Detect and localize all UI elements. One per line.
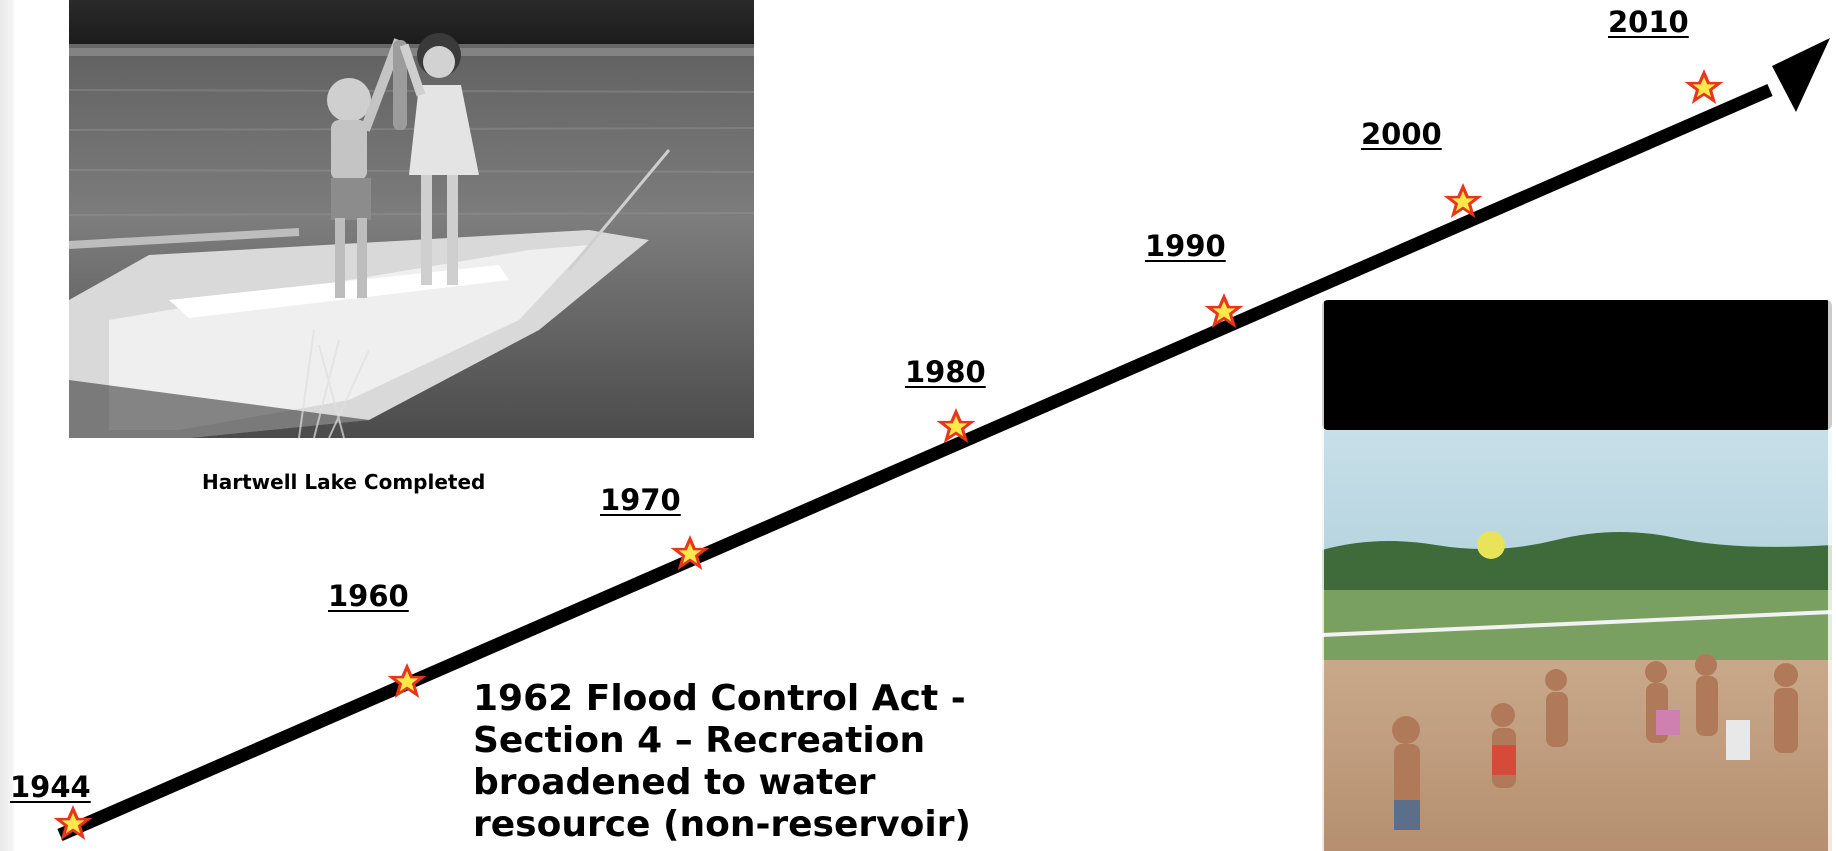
flood-control-act-note: 1962 Flood Control Act - Section 4 – Rec…: [473, 678, 993, 846]
note-line-1: 1962 Flood Control Act -: [473, 678, 966, 719]
timeline-line: [57, 84, 1773, 841]
photo-caption: Hartwell Lake Completed: [202, 470, 486, 494]
year-label-1980: 1980: [905, 355, 986, 389]
arrowhead: [1772, 38, 1830, 112]
year-label-1970: 1970: [600, 483, 681, 517]
year-label-1990: 1990: [1145, 229, 1226, 263]
year-label-2010: 2010: [1608, 5, 1689, 39]
star-marker-2010: [1684, 69, 1724, 104]
year-label-1944: 1944: [10, 770, 91, 804]
left-edge-strip: [0, 0, 14, 851]
note-line-4: resource (non-reservoir): [473, 804, 971, 845]
note-line-2: Section 4 – Recreation: [473, 720, 926, 761]
year-label-1960: 1960: [328, 579, 409, 613]
note-line-3: broadened to water: [473, 762, 876, 803]
year-label-2000: 2000: [1361, 117, 1442, 151]
photo-children-in-boat: [69, 0, 754, 438]
photo-volleyball-game: [1316, 300, 1836, 851]
